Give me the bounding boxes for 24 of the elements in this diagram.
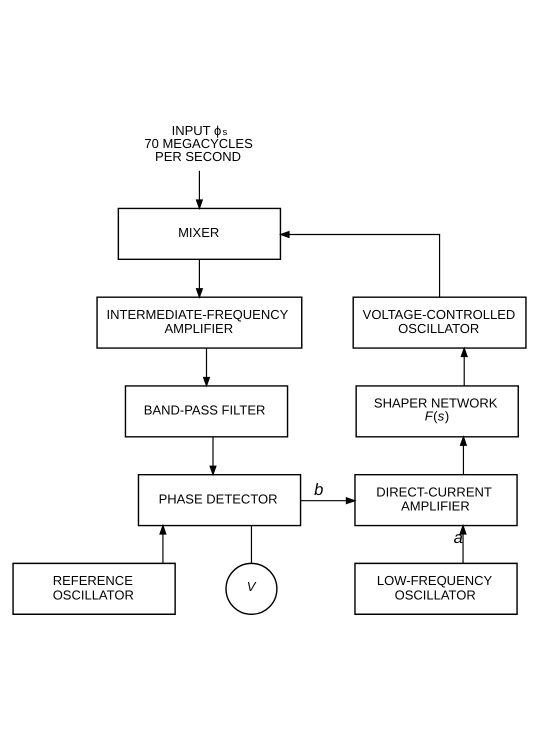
arrow <box>196 260 204 299</box>
node-box: BAND-PASS FILTER <box>124 385 288 438</box>
arrow <box>278 230 440 298</box>
node-box: DIRECT-CURRENT AMPLIFIER <box>354 474 518 526</box>
node-box: PHASE DETECTOR <box>138 474 302 526</box>
node-box: VOLTAGE-CONTROLLED OSCILLATOR <box>352 296 527 349</box>
arrow <box>159 524 167 564</box>
node-box: REFERENCE OSCILLATOR <box>12 562 176 615</box>
node-box: SHAPER NETWORK F(s) <box>355 385 519 438</box>
edge-label: b <box>314 480 324 500</box>
node-box: INTERMEDIATE-FREQUENCY AMPLIFIER <box>96 296 302 349</box>
arrow <box>459 524 467 564</box>
node-box: MIXER <box>118 208 282 260</box>
node-circle: V <box>225 562 278 615</box>
arrow <box>300 496 356 504</box>
arrow <box>209 437 217 476</box>
node-text: INPUT ϕs 70 MEGACYCLES PER SECOND <box>144 122 253 164</box>
arrow <box>196 170 204 210</box>
edge-label: a <box>454 528 463 547</box>
arrow <box>460 346 468 386</box>
connector <box>250 526 252 564</box>
node-box: LOW-FREQUENCY OSCILLATOR <box>354 562 518 615</box>
arrow <box>460 435 468 474</box>
arrow <box>202 348 210 388</box>
